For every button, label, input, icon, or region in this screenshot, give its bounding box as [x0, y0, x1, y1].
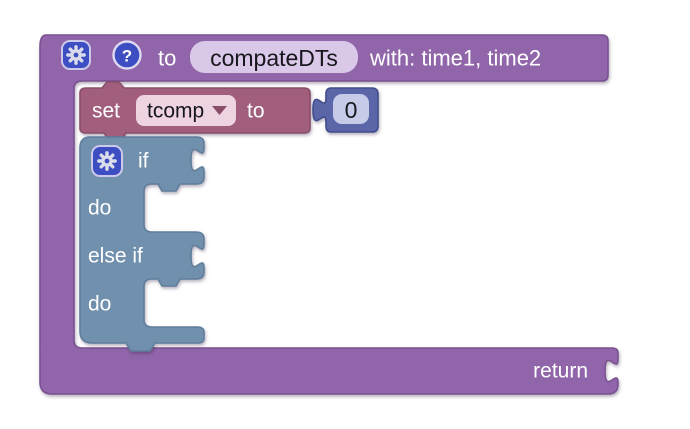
- help-glyph: ?: [122, 47, 132, 66]
- gear-icon: [97, 151, 117, 171]
- do2-label: do: [88, 293, 111, 316]
- number-value: 0: [345, 97, 358, 123]
- procedure-to-label: to: [158, 46, 176, 71]
- set-label: set: [92, 100, 120, 123]
- mutator-gear-button[interactable]: [61, 40, 91, 70]
- dropdown-arrow-icon: [212, 106, 227, 115]
- set-to-label: to: [247, 100, 265, 123]
- if-mutator-gear-button[interactable]: [91, 145, 123, 177]
- number-field[interactable]: [333, 94, 369, 124]
- procedure-block[interactable]: [39, 34, 619, 395]
- variable-dropdown[interactable]: tcomp: [136, 95, 236, 126]
- return-label: return: [533, 360, 588, 383]
- procedure-name: compateDTs: [210, 45, 338, 71]
- procedure-params-label: with: time1, time2: [369, 46, 541, 71]
- else-if-label: else if: [88, 245, 143, 268]
- gear-icon: [66, 45, 86, 65]
- if-label: if: [138, 150, 149, 173]
- variable-name: tcomp: [147, 100, 204, 123]
- procedure-name-field[interactable]: [190, 41, 358, 73]
- if-block[interactable]: [79, 136, 205, 352]
- help-icon[interactable]: ?: [112, 40, 142, 70]
- do-label: do: [88, 197, 111, 220]
